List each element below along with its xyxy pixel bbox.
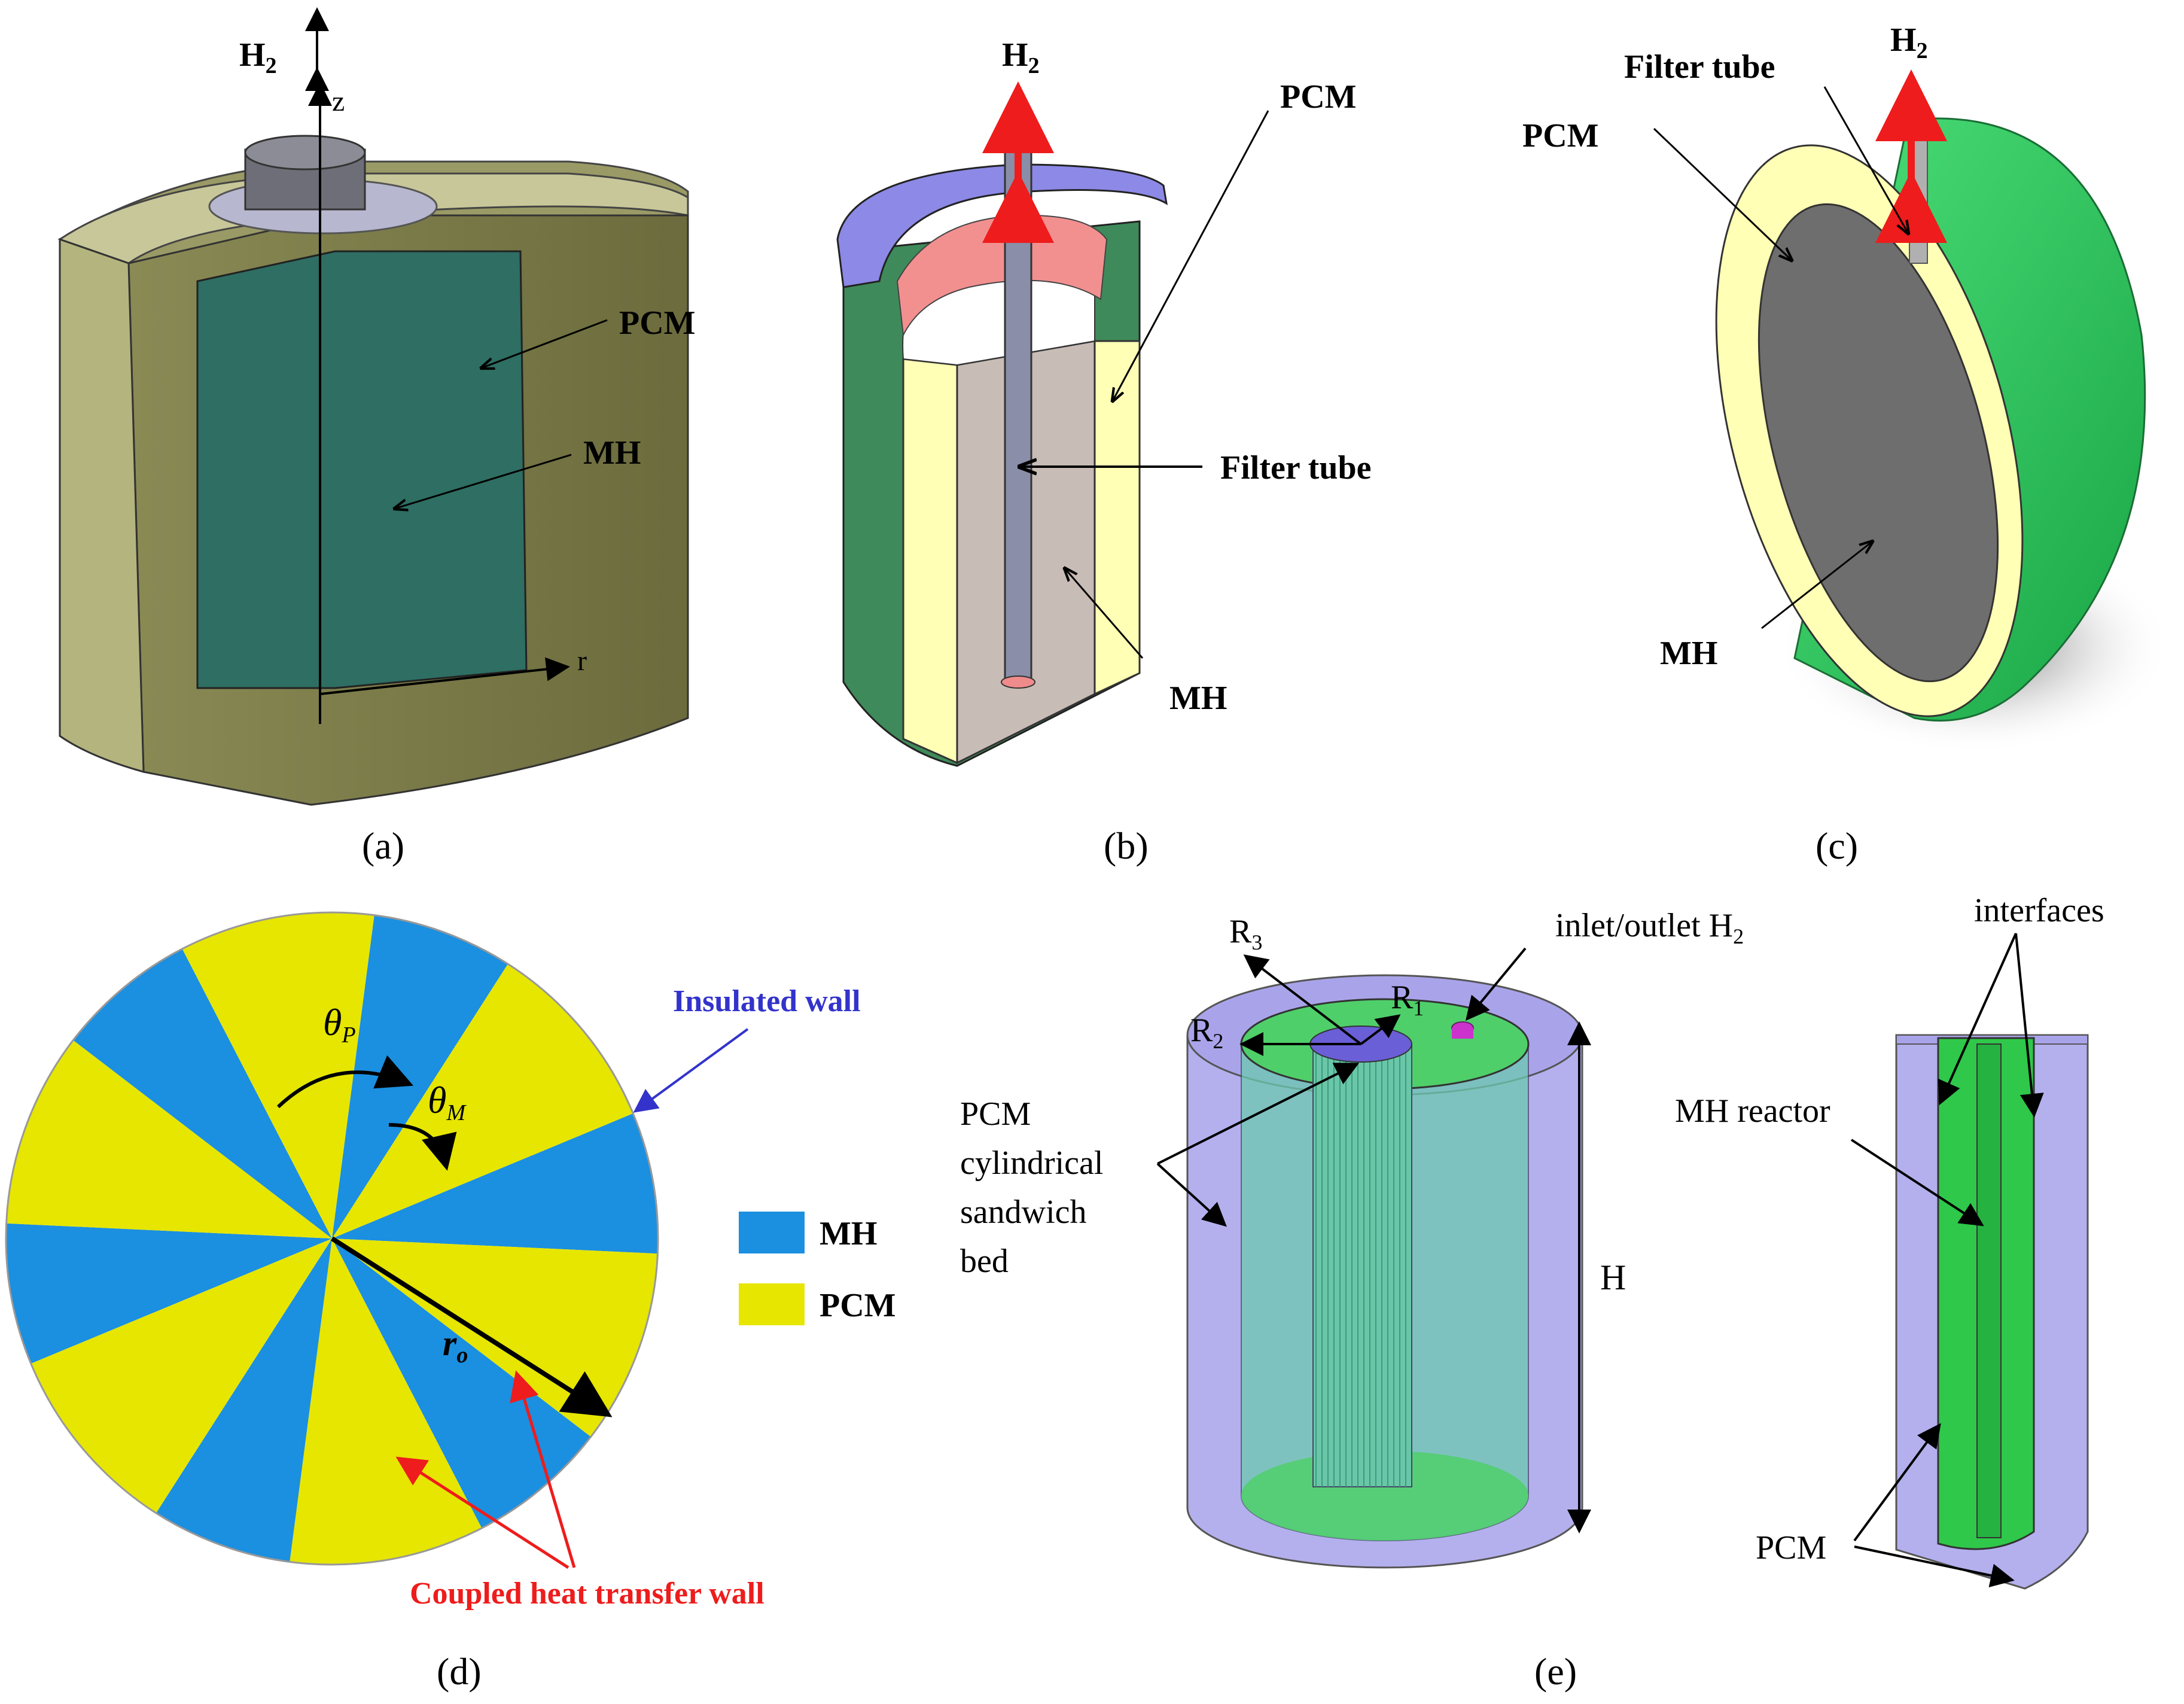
filter-tube-label-b: Filter tube (1220, 449, 1371, 486)
r3-arrow-e (1243, 954, 1362, 1045)
theta-p-label-d: θP (323, 1001, 356, 1048)
filter-tube-b (1004, 142, 1032, 683)
pcm-label-c: PCM (1522, 117, 1599, 154)
legend-pcm-swatch (739, 1283, 805, 1325)
coupled-leader-2-d (510, 1370, 576, 1568)
mh-sector (332, 1113, 658, 1254)
interfaces-label-e: interfaces (1974, 892, 2104, 929)
lid-b (836, 163, 1168, 288)
filter-tube-bottom-b (1001, 675, 1035, 689)
panel-a: H2 z r PCM MH (a) (57, 7, 696, 867)
pcm-sector (332, 964, 633, 1239)
mh-sector (6, 1223, 333, 1364)
inlet-port-body-e (1452, 1028, 1473, 1039)
pcm-side-a (59, 238, 145, 773)
legend-mh-swatch (739, 1212, 805, 1253)
panel-e: R3 R2 R1 inlet/outlet H2 PCM cylindrical… (960, 892, 2104, 1693)
caption-e: (e) (1534, 1650, 1577, 1693)
mh-leader-b (1065, 568, 1144, 659)
mh-label-c: MH (1660, 635, 1717, 672)
inlet-label-e: inlet/outlet H2 (1555, 907, 1744, 948)
theta-m-label-d: θM (428, 1079, 467, 1125)
coupled-leader-1-d (395, 1456, 569, 1569)
mh-leader-a (395, 454, 572, 509)
pcm-bed-leader-2-e (1156, 1163, 1227, 1227)
pcm-sector (31, 1239, 333, 1513)
core-e (1312, 1043, 1412, 1487)
pcm-leader-c (1653, 127, 1792, 260)
filter-hub-top-a (244, 135, 366, 171)
mh-sector (73, 948, 332, 1239)
theta-p-arc-d (276, 1055, 414, 1109)
inlet-leader-e (1465, 947, 1527, 1021)
pcm-sector (182, 912, 374, 1239)
pcm-leader-a (482, 319, 608, 368)
insulated-wall-label-d: Insulated wall (673, 984, 861, 1018)
pcm-front-left-b (902, 358, 958, 765)
interfaces-leader-2-e (2015, 933, 2044, 1118)
caption-d: (d) (437, 1650, 482, 1693)
pcm-sector (6, 1040, 333, 1239)
mh-sector (156, 1239, 332, 1562)
mh-reactor-leader-e (1850, 1139, 1984, 1227)
panel-d: ro θP θM Insulated wall Coupled heat tra… (5, 911, 896, 1693)
filter-tube-label-c: Filter tube (1624, 48, 1775, 86)
z-axis-label-a: z (332, 86, 345, 117)
r1-arrow-e (1360, 1014, 1401, 1045)
legend-mh-label: MH (820, 1215, 877, 1252)
pcm-label-e: PCM (1756, 1529, 1826, 1566)
pcm-leader-2-e (1854, 1545, 2015, 1587)
mh-leader-c (1761, 541, 1872, 629)
pcm-sector (290, 1239, 482, 1565)
r2-label-e: R2 (1190, 1012, 1223, 1053)
height-label-e: H (1600, 1258, 1626, 1297)
mh-reactor-label-e: MH reactor (1675, 1093, 1830, 1130)
r1-label-e: R1 (1391, 979, 1424, 1020)
r3-label-e: R3 (1229, 913, 1262, 954)
ro-label-d: ro (443, 1323, 468, 1368)
pcm-leader-b (1113, 110, 1269, 401)
mh-sector (332, 915, 508, 1239)
panel-b: H2 PCM Filter tube MH (b) (836, 36, 1371, 867)
disk-outline-d (5, 911, 659, 1566)
insulated-wall-leader-d (633, 1028, 749, 1113)
mh-region-a (196, 250, 528, 689)
pcm-label-a: PCM (619, 305, 696, 342)
legend-pcm-label: PCM (820, 1287, 896, 1324)
cutaway-core-e (1976, 1043, 2002, 1538)
caption-a: (a) (362, 824, 404, 867)
filter-tube-leader-c (1823, 86, 1908, 233)
h2-label-c: H2 (1890, 22, 1928, 63)
h2-label-b: H2 (1002, 36, 1040, 78)
pcm-bed-leader-1-e (1157, 1063, 1360, 1165)
core-stripes (1315, 1053, 1406, 1487)
caption-c: (c) (1816, 824, 1858, 867)
panel-c: H2 Filter tube PCM MH (c) (1522, 22, 2171, 867)
coupled-wall-label-d: Coupled heat transfer wall (410, 1577, 764, 1611)
mh-disk-c (1757, 203, 1999, 683)
mh-sector (332, 1239, 591, 1529)
r-axis-a (319, 657, 570, 695)
theta-m-arc-d (388, 1123, 457, 1171)
pcm-leader-1-e (1853, 1423, 1941, 1542)
pcm-bed-label-e: PCM cylindrical sandwich bed (960, 1096, 1111, 1280)
h2-label-a: H2 (239, 36, 277, 78)
ro-arrow-d (330, 1236, 613, 1417)
pink-inner-b (896, 214, 1108, 337)
pcm-label-b: PCM (1280, 78, 1357, 115)
interfaces-leader-1-e (1938, 933, 2017, 1106)
mh-label-a: MH (583, 434, 641, 471)
r-axis-label-a: r (577, 645, 587, 677)
mh-label-b: MH (1169, 680, 1227, 717)
caption-b: (b) (1104, 824, 1149, 867)
